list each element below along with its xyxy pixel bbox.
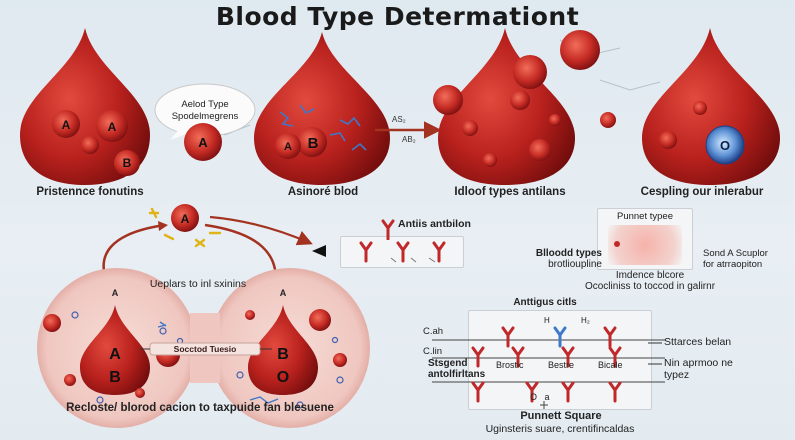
pointer-lines-icon [648, 342, 662, 365]
caption-1: Pristennce fonutins [36, 186, 144, 198]
cell-b [114, 150, 140, 176]
drop-ab [80, 305, 150, 395]
caption-3: Idloof types antilans [454, 186, 566, 198]
blood-types-line-1: Blloodd types [535, 248, 602, 259]
antibody-card [340, 236, 464, 268]
punnet-type-title: Punnet typee [617, 211, 673, 222]
indence-line-1: Imdence blcore [615, 270, 685, 281]
blood-drop-4 [642, 28, 780, 185]
pointer-arrow-icon [312, 245, 326, 257]
left-label-1: C.ah [423, 326, 444, 337]
red-cell-a [184, 123, 222, 161]
svg-text:AB₂: AB₂ [402, 135, 416, 144]
bubble-line-1: Aelod Type [181, 99, 228, 110]
col-label-2: Bestre [548, 360, 575, 370]
dot-icon [614, 241, 620, 247]
svg-text:O: O [277, 369, 289, 386]
arrow-to-antibodies [209, 215, 313, 246]
antibody-card-icons [359, 241, 446, 263]
antigen-yellow-icon [148, 207, 222, 248]
send-line-1: Sond A Scuplor [703, 248, 768, 259]
punnett-caption-2: Uginsteris suare, crentifincaldas [485, 423, 635, 435]
svg-text:A: A [112, 288, 119, 298]
right-label-2-line: Nin aprmoo ne [664, 357, 733, 369]
svg-text:B: B [308, 135, 319, 152]
cell-a1 [52, 110, 80, 138]
blood-drop-1 [20, 28, 150, 185]
antigen-strands-icon [279, 104, 367, 151]
antibody-top-icon [381, 219, 395, 240]
bottom-mark-a: a [544, 392, 550, 402]
punnett-grid [432, 326, 665, 409]
strand-icon [157, 321, 279, 404]
drop1-letter-a2: A [108, 120, 117, 134]
svg-text:Socctod Tuesio: Socctod Tuesio [174, 344, 237, 354]
col-label-1: Brostic [496, 360, 524, 370]
row-label-1: Stsgend [428, 358, 468, 369]
svg-text:A: A [284, 141, 292, 153]
svg-text:A: A [198, 135, 208, 150]
row-label-2: antolfirltans [428, 369, 486, 380]
blue-dots-icon [71, 311, 344, 409]
drop-bo [248, 305, 318, 395]
send-label: Sond A Scuplor for atrraopiton [703, 248, 793, 270]
drop1-letter-a: A [62, 118, 71, 132]
drop1-letter-b: B [123, 156, 132, 170]
right-label-2: Nin aprmoo ne typez [664, 357, 733, 381]
right-label-1: Sttarces belan [664, 336, 732, 348]
svg-text:AS₂: AS₂ [392, 115, 406, 124]
send-line-2: for atrraopiton [703, 259, 763, 270]
blood-types-line-2: brotlioupline [548, 259, 602, 270]
page-title: Blood Type Determationt [215, 2, 580, 31]
top-label-h2: H₂ [581, 316, 590, 325]
svg-text:B: B [109, 369, 121, 386]
col-label-3: Bicale [598, 360, 623, 370]
caption-4: Cespling our inlerabur [640, 186, 764, 198]
svg-text:B: B [277, 346, 289, 363]
indence-label: Imdence blcore Ococliniss to toccod in g… [520, 270, 780, 292]
punnett-card [468, 310, 652, 410]
o-cell [705, 125, 745, 165]
right-label-3-line: typez [664, 369, 690, 381]
indence-line-2: Ococliniss to toccod in galirnr [584, 281, 716, 292]
svg-text:A: A [280, 288, 287, 298]
caption-2: Asinoré blod [287, 186, 359, 198]
bottom-mark: O a [530, 392, 550, 402]
left-label-2: C.lin [423, 346, 443, 357]
inheritance-illustration: A A A B A B O Socctod Tuesio [37, 204, 370, 428]
uplars-label: Ueplars to inl sxinins [149, 278, 247, 290]
svg-text:A: A [181, 212, 190, 226]
punnett-caption-1: Punnett Square [520, 410, 602, 422]
punnett-header: Anttigus citls [513, 297, 577, 308]
punnet-type-card: Punnet typee [597, 208, 693, 270]
blood-drop-2 [254, 32, 390, 185]
top-label-h: H [544, 316, 550, 325]
punnet-type-glow [608, 225, 682, 265]
bottom-mark-o: O [530, 392, 538, 402]
bubble-line-2: Spodelmegrens [172, 111, 239, 122]
svg-text:O: O [720, 138, 730, 153]
svg-text:A: A [109, 346, 121, 363]
bottom-left-caption: Recloste/ blorod cacion to taxpuide fan … [66, 402, 334, 414]
center-cell-a [171, 204, 199, 232]
row-label: Stsgend antolfirltans [428, 358, 485, 380]
cell-a2 [96, 110, 128, 142]
antibody-title: Antiis antbilon [398, 218, 471, 230]
blood-types-label: Blloodd types brotlioupline [510, 248, 602, 270]
top-row-illustration: A A B Aelod Type Spodelmegrens A A B AS₂… [20, 28, 780, 185]
